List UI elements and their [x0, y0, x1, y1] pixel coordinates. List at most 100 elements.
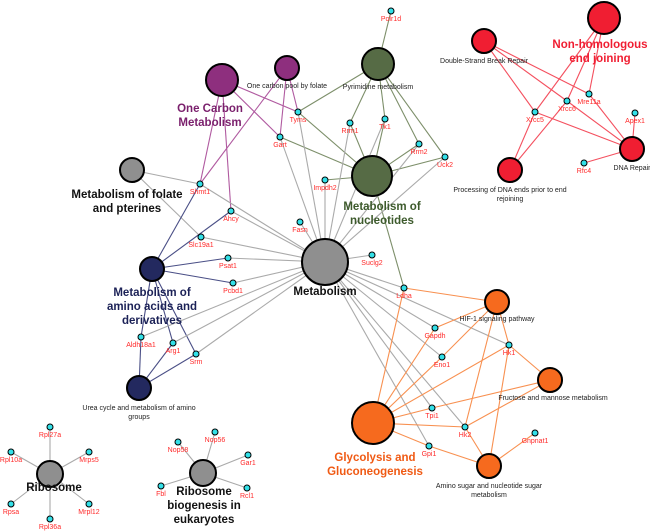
group-label-ribo_bio: biogenesis in — [167, 500, 241, 512]
gene-label-xrcc6: Xrcc6 — [558, 106, 576, 113]
gene-node-aldh18a1[interactable] — [137, 333, 145, 341]
edge-one-carbon-metabolism-ahcy — [221, 79, 232, 212]
term-node-non-homologous-end-joining[interactable] — [587, 1, 621, 35]
gene-label-ahcy: Ahcy — [223, 216, 239, 223]
term-node-one-carbon-metabolism[interactable] — [205, 63, 239, 97]
edge-metabolism-of-amino-acids-and-derivatives-shmt1 — [151, 183, 201, 270]
term-node-ribosome[interactable] — [36, 460, 64, 488]
gene-node-suclg2[interactable] — [368, 251, 376, 259]
term-node-metabolism[interactable] — [301, 238, 349, 286]
gene-label-suclg2: Suclg2 — [361, 260, 383, 267]
gene-node-xrcc6[interactable] — [563, 97, 571, 105]
gene-node-mrps5[interactable] — [85, 448, 93, 456]
gene-node-tk1[interactable] — [381, 115, 389, 123]
term-node-one-carbon-pool-by-folate[interactable] — [274, 55, 300, 81]
gene-node-gart[interactable] — [276, 133, 284, 141]
gene-node-uck2[interactable] — [441, 153, 449, 161]
gene-node-tyms[interactable] — [294, 108, 302, 116]
gene-node-nop56[interactable] — [211, 428, 219, 436]
gene-node-xrcc5[interactable] — [531, 108, 539, 116]
group-label-ribo_bio: eukaryotes — [174, 514, 235, 526]
gene-node-slc19a1[interactable] — [197, 233, 205, 241]
gene-node-impdh2[interactable] — [321, 176, 329, 184]
term-node-metabolism-of-nucleotides[interactable] — [351, 155, 393, 197]
edge-metabolism-of-amino-acids-and-derivatives-ahcy — [151, 210, 232, 270]
gene-label-rfc4: Rfc4 — [577, 168, 592, 175]
gene-node-gnpnat1[interactable] — [531, 429, 539, 437]
edge-fructose-and-mannose-metabolism-hk2 — [464, 379, 551, 428]
edge-metabolism-eno1 — [324, 261, 443, 358]
gene-node-rpsa[interactable] — [7, 500, 15, 508]
term-node-double-strand-break-repair[interactable] — [471, 28, 497, 54]
gene-node-rpl36a[interactable] — [46, 515, 54, 523]
term-label-dna-repair: DNA Repair — [614, 165, 650, 172]
edge-fructose-and-mannose-metabolism-tpi1 — [431, 379, 551, 409]
gene-node-polr1d[interactable] — [387, 7, 395, 15]
gene-node-rrm2[interactable] — [415, 140, 423, 148]
gene-node-tpi1[interactable] — [428, 404, 436, 412]
group-label-amino: derivatives — [122, 315, 182, 327]
edge-one-carbon-metabolism-shmt1 — [199, 79, 223, 185]
term-node-metabolism-of-amino-acids-and-derivatives[interactable] — [139, 256, 165, 282]
gene-node-psat1[interactable] — [224, 254, 232, 262]
edge-metabolism-srm — [195, 261, 326, 355]
gene-label-polr1d: Polr1d — [381, 16, 401, 23]
gene-node-rcl1[interactable] — [243, 484, 251, 492]
term-node-amino-sugar-and-nucleotide-sugar-metabolism[interactable] — [476, 453, 502, 479]
gene-node-mrpl12[interactable] — [85, 500, 93, 508]
gene-node-gapdh[interactable] — [431, 324, 439, 332]
edge-glycolysis-and-gluconeogenesis-hk1 — [372, 344, 510, 424]
term-label-one-carbon-pool-by-folate: One carbon pool by folate — [247, 83, 327, 90]
gene-node-gar1[interactable] — [244, 451, 252, 459]
term-node-metabolism-of-folate-and-pterines[interactable] — [119, 157, 145, 183]
gene-node-layer — [7, 7, 639, 523]
gene-node-rrm1[interactable] — [346, 119, 354, 127]
gene-node-ldha[interactable] — [400, 284, 408, 292]
edge-metabolism-of-amino-acids-and-derivatives-pcbd1 — [151, 268, 234, 284]
term-node-glycolysis-and-gluconeogenesis[interactable] — [351, 401, 395, 445]
group-label-ribosome: Ribosome — [26, 482, 82, 494]
edge-amino-sugar-and-nucleotide-sugar-metabolism-hk1 — [488, 344, 510, 467]
gene-label-shmt1: Shmt1 — [190, 189, 210, 196]
term-node-ribosome-biogenesis-in-eukaryotes[interactable] — [189, 459, 217, 487]
gene-node-gpi1[interactable] — [425, 442, 433, 450]
gene-label-slc19a1: Slc19a1 — [188, 242, 213, 249]
gene-label-mrps5: Mrps5 — [79, 457, 99, 464]
gene-node-rpl10a[interactable] — [7, 448, 15, 456]
edge-double-strand-break-repair-mre11a — [483, 40, 590, 95]
edge-processing-of-dna-ends-prior-to-end-rejoining-xrcc6 — [509, 100, 568, 171]
group-label-nucleotides: nucleotides — [350, 215, 414, 227]
gene-node-fbl[interactable] — [157, 482, 165, 490]
gene-node-nop58[interactable] — [174, 438, 182, 446]
gene-node-apex1[interactable] — [631, 109, 639, 117]
edge-metabolism-hk1 — [324, 261, 510, 346]
gene-node-eno1[interactable] — [438, 353, 446, 361]
group-label-glyco: Gluconeogenesis — [327, 466, 423, 478]
gene-node-rfc4[interactable] — [580, 159, 588, 167]
term-node-processing-of-dna-ends-prior-to-end-rejoining[interactable] — [497, 157, 523, 183]
gene-label-tk1: Tk1 — [379, 124, 391, 131]
group-label-glyco: Glycolysis and — [334, 452, 415, 464]
gene-node-pcbd1[interactable] — [229, 279, 237, 287]
gene-node-srm[interactable] — [192, 350, 200, 358]
gene-label-aldh18a1: Aldh18a1 — [126, 342, 156, 349]
gene-node-fasn[interactable] — [296, 218, 304, 226]
gene-node-hk1[interactable] — [505, 341, 513, 349]
edge-double-strand-break-repair-xrcc5 — [483, 40, 536, 113]
term-node-urea-cycle-and-metabolism-of-amino-groups[interactable] — [126, 375, 152, 401]
term-node-pyrimidine-metabolism[interactable] — [361, 47, 395, 81]
term-node-fructose-and-mannose-metabolism[interactable] — [537, 367, 563, 393]
gene-label-pcbd1: Pcbd1 — [223, 288, 243, 295]
term-node-dna-repair[interactable] — [619, 136, 645, 162]
gene-label-mrpl12: Mrpl12 — [78, 509, 100, 516]
term-node-hif-1-signaling-pathway[interactable] — [484, 289, 510, 315]
gene-node-mre11a[interactable] — [585, 90, 593, 98]
gene-node-shmt1[interactable] — [196, 180, 204, 188]
gene-node-arg1[interactable] — [169, 339, 177, 347]
gene-node-hk2[interactable] — [461, 423, 469, 431]
label-layer: Polr1dTymsGartRrm1Tk1Rrm2Uck2Impdh2Shmt1… — [0, 16, 650, 531]
gene-label-rpl27a: Rpl27a — [39, 432, 61, 439]
gene-node-ahcy[interactable] — [227, 207, 235, 215]
term-label-urea-cycle-and-metabolism-of-amino-groups: groups — [128, 414, 150, 421]
gene-node-rpl27a[interactable] — [46, 423, 54, 431]
